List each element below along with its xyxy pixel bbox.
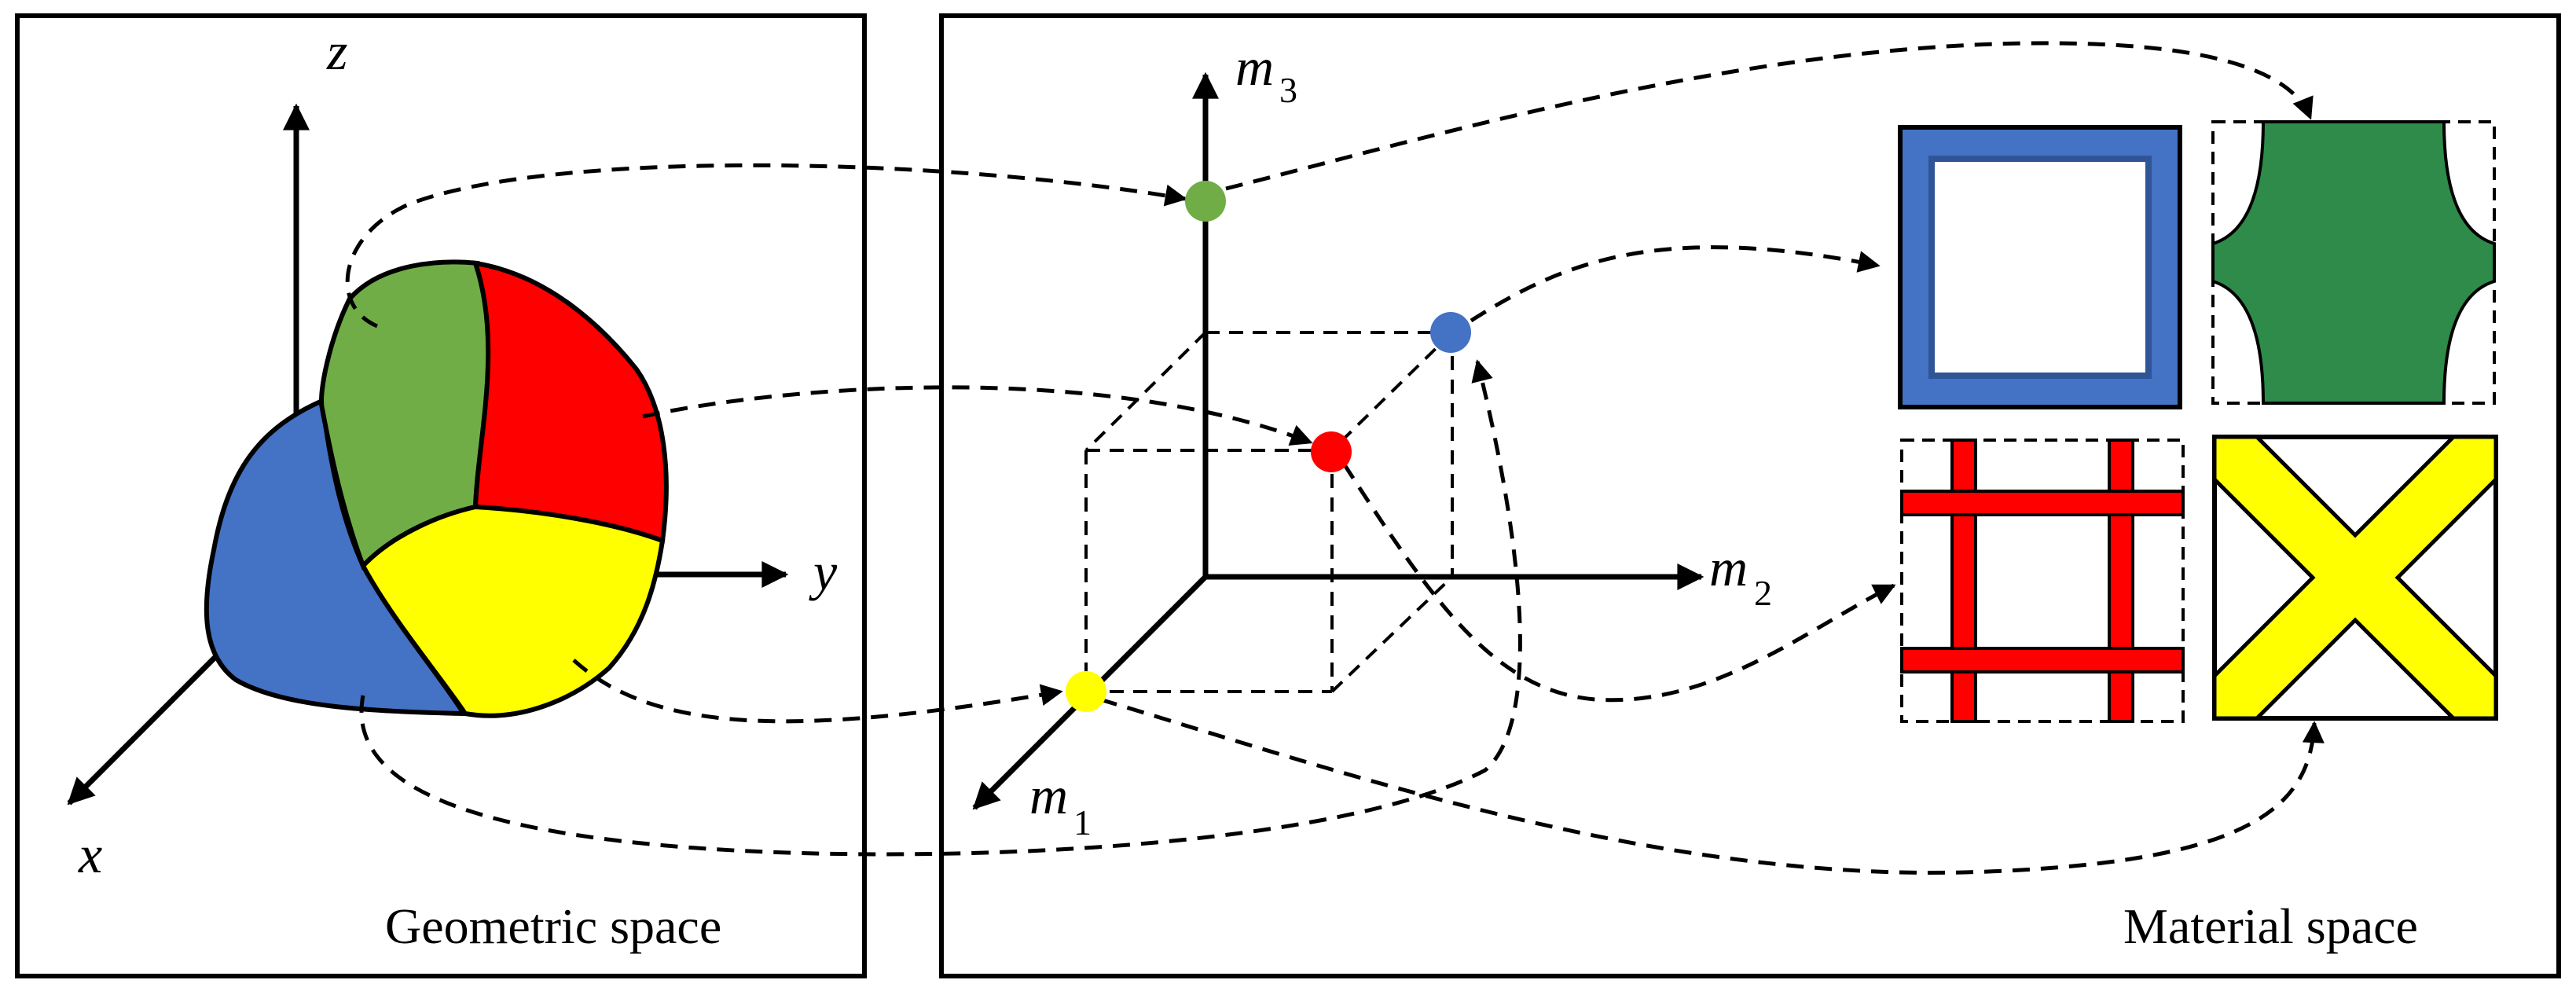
microstructure-hollow-square [1898,125,2182,409]
point-green [1185,181,1226,222]
x-axis-label: x [78,824,102,884]
microstructure-x-cross [2212,435,2498,721]
svg-text:m: m [1709,538,1748,597]
y-axis-label: y [809,541,838,601]
point-yellow [1066,671,1106,712]
arrow-blue-region-to-point [359,359,1522,857]
m1-axis-label: m 1 [1029,765,1092,842]
point-blue [1430,312,1471,353]
svg-text:2: 2 [1754,573,1772,613]
svg-text:m: m [1029,765,1068,825]
arrow-red-point-to-grid [1341,462,1896,703]
x-axis [67,646,226,806]
region-yellow [360,504,666,718]
arrow-yellow-point-to-x-cross [1099,697,2325,875]
m2-axis-label: m 2 [1709,538,1772,613]
region-red [472,260,669,545]
z-axis-label: z [326,21,347,81]
projection-guides [1084,331,1454,693]
m3-axis-label: m 3 [1235,37,1297,110]
arrow-yellow-region-to-point [572,659,1063,724]
microstructure-grid-lattice [1900,439,2185,723]
material-space-label: Material space [2123,898,2418,954]
geometric-space-label: Geometric space [385,898,721,954]
svg-text:1: 1 [1073,802,1092,842]
arrow-green-region-to-point [345,163,1187,328]
svg-text:m: m [1235,37,1274,97]
microstructure-concave-cross [2211,120,2496,405]
material-space-panel [939,13,2561,978]
geometric-space-panel [15,13,867,978]
arrow-blue-point-to-hollow-square [1470,245,1881,323]
arrow-red-region-to-point [642,385,1313,446]
arrow-green-point-to-concave [1225,41,2314,191]
svg-text:3: 3 [1279,70,1297,110]
point-red [1311,431,1352,472]
